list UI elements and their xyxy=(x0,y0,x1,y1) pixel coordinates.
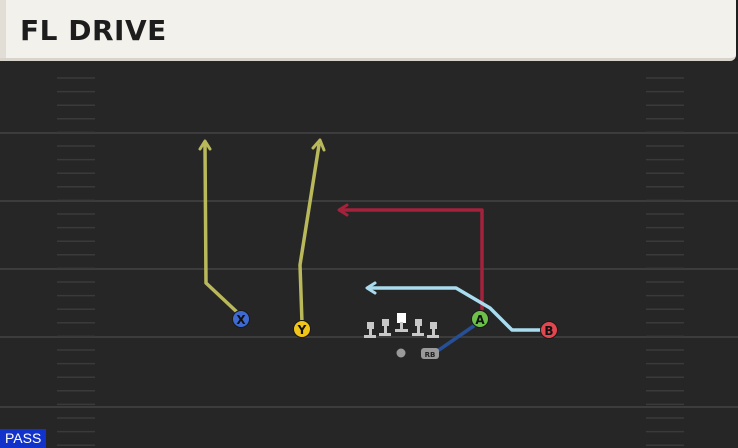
route-b-blue xyxy=(369,286,546,332)
title-bar-edge xyxy=(0,0,6,58)
player-b-label: B xyxy=(544,324,553,338)
route-a-block xyxy=(434,321,480,354)
player-a-label: A xyxy=(475,313,485,327)
play-field: RB X Y A B xyxy=(0,61,738,448)
lineman xyxy=(412,319,424,336)
player-b: B xyxy=(540,321,558,339)
rb-label: RB xyxy=(425,351,436,359)
center-lineman xyxy=(395,313,408,332)
player-y-label: Y xyxy=(297,323,307,337)
route-y-arrow xyxy=(311,138,326,152)
field-background xyxy=(0,61,738,448)
hash-marks xyxy=(57,77,684,446)
routes xyxy=(198,138,546,354)
player-x: X xyxy=(232,310,250,328)
lineman xyxy=(427,322,439,338)
yard-lines xyxy=(0,132,738,408)
player-a: A xyxy=(471,310,489,328)
play-type-badge: PASS xyxy=(0,429,47,448)
play-title-bar: FL DRIVE xyxy=(0,0,736,61)
route-a-red-arrow xyxy=(337,203,349,217)
rb-marker: RB xyxy=(421,348,439,359)
route-x xyxy=(203,143,240,315)
player-x-label: X xyxy=(236,313,246,327)
play-title: FL DRIVE xyxy=(20,14,167,47)
player-y: Y xyxy=(293,320,311,338)
offensive-line xyxy=(364,313,439,338)
route-x-arrow xyxy=(198,139,212,151)
route-a-red xyxy=(340,208,484,311)
route-y xyxy=(298,143,321,325)
lineman xyxy=(379,319,391,336)
route-b-blue-arrow xyxy=(365,281,377,295)
qb-marker xyxy=(396,348,406,358)
lineman xyxy=(364,322,376,338)
